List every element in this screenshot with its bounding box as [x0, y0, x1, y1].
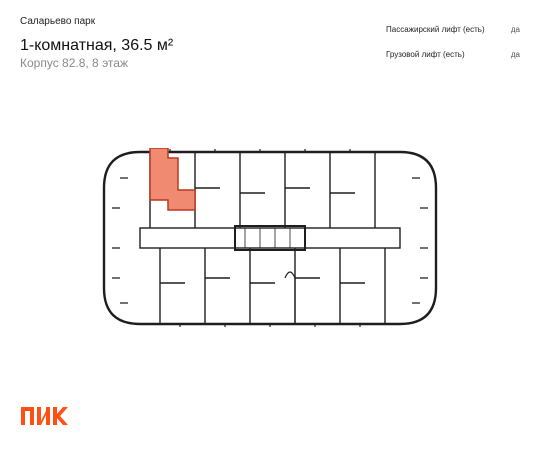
plan-walls	[102, 150, 438, 326]
apartment-subtitle: Корпус 82.8, 8 этаж	[20, 56, 128, 70]
floor-plan	[102, 148, 438, 327]
feature-label: Пассажирский лифт (есть)	[386, 25, 485, 34]
feature-freight-lift: Грузовой лифт (есть) да	[386, 50, 520, 59]
feature-value: да	[510, 25, 520, 34]
highlighted-apartment[interactable]	[149, 148, 196, 211]
apartment-title: 1-комнатная, 36.5 м²	[20, 37, 174, 54]
plan-windows	[112, 149, 428, 327]
feature-value: да	[510, 50, 520, 59]
feature-label: Грузовой лифт (есть)	[386, 50, 465, 59]
project-name: Саларьево парк	[20, 16, 96, 27]
feature-passenger-lift: Пассажирский лифт (есть) да	[386, 25, 520, 34]
pik-logo	[21, 407, 68, 425]
